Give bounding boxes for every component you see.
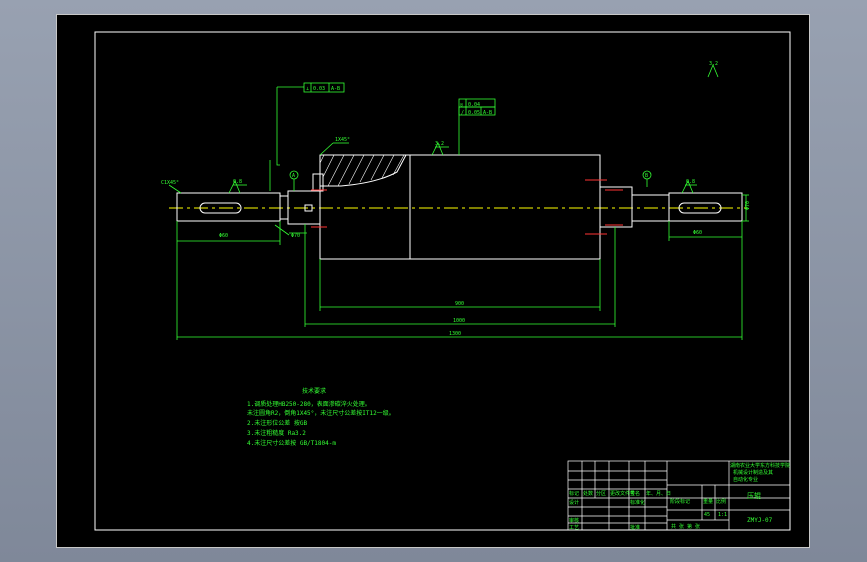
school-line: 湖南农业大学东方科技学院: [730, 462, 790, 469]
tol-body-datum-2: A-B: [483, 110, 492, 116]
drawing-frame: [94, 31, 791, 531]
school-line: 自动化专业: [733, 476, 758, 483]
dimension-lines: [168, 63, 749, 340]
dim-shoulder-left: Φ70: [291, 233, 300, 239]
tol-body-symbol-2: /: [461, 110, 464, 116]
dim-key-left: Φ60: [219, 233, 228, 239]
section-hatch: [319, 154, 407, 187]
tech-notes-title: 技术要求: [302, 387, 326, 395]
title-block: [567, 460, 791, 531]
label-ratio: 比例: [716, 498, 726, 505]
drawing-canvas: Φ60 900 1000 1300 Φ60 Φ70 Φ70 C1X45° 1X4…: [94, 31, 791, 531]
roughness-body: 3.2: [435, 141, 444, 147]
tol-body-value-1: 0.04: [468, 102, 480, 108]
tol-body-value-2: 0.05: [468, 110, 480, 116]
tech-note-line: 未注圆角R2，倒角1X45°，未注尺寸公差按IT12一级。: [247, 409, 395, 417]
scale-value: 1:1: [718, 512, 727, 518]
dim-span-middle: 1000: [453, 318, 465, 324]
tech-note-line: 2.未注形位公差 按GB: [247, 419, 307, 427]
material-value: 45: [704, 512, 710, 518]
label-count: 处数: [583, 490, 593, 497]
tech-notes: 技术要求 1.调质处理HB250-280，表面渗碳淬火处理。 未注圆角R2，倒角…: [247, 387, 395, 447]
label-change-no: 更改文件号: [610, 490, 635, 497]
label-process: 工艺: [569, 525, 579, 531]
roughness-left: 0.8: [233, 179, 242, 185]
label-zone: 分区: [596, 490, 606, 497]
drawing-number: ZMYJ-07: [747, 517, 773, 524]
dim-shoulder-right: Φ70: [745, 201, 751, 210]
dim-overall: 1300: [449, 331, 461, 337]
dimension-texts: Φ60 900 1000 1300 Φ60 Φ70 Φ70 C1X45° 1X4…: [161, 61, 751, 337]
chamfer-note: 1X45°: [335, 137, 350, 143]
chamfer-note-left: C1X45°: [161, 180, 179, 186]
label-mark: 标记: [569, 490, 579, 497]
tech-note-line: 3.未注粗糙度 Ra3.2: [247, 429, 306, 437]
tol-top-datum: A-B: [331, 86, 340, 92]
school-line: 机械设计制造及其: [733, 469, 773, 476]
label-approve: 批准: [630, 524, 640, 531]
label-date: 年、月、日: [646, 490, 671, 497]
label-sheets: 共 张 第 张: [671, 523, 700, 530]
label-design: 设计: [569, 499, 579, 506]
label-sign: 签名: [630, 490, 640, 497]
roughness-right: 0.8: [686, 179, 695, 185]
roughness-other: 3.2: [709, 61, 718, 67]
label-stage-mark: 阶段标记: [670, 498, 690, 505]
feature-markers: [311, 179, 623, 235]
tol-top-symbol: ⊥: [306, 86, 309, 92]
tech-note-line: 4.未注尺寸公差按 GB/T1804-m: [247, 439, 336, 447]
label-standard: 标准化: [630, 499, 645, 506]
datum-a: A: [292, 173, 295, 179]
part-name: 压辊: [747, 491, 761, 500]
right-journal: [599, 186, 743, 228]
title-block-texts: 湖南农业大学东方科技学院 机械设计制造及其 自动化专业 压辊 ZMYJ-07 标…: [569, 462, 790, 531]
tol-top-value: 0.03: [313, 86, 325, 92]
label-weight: 重量: [703, 498, 713, 505]
drawing-sheet: Φ60 900 1000 1300 Φ60 Φ70 Φ70 C1X45° 1X4…: [56, 14, 810, 548]
tech-note-line: 1.调质处理HB250-280，表面渗碳淬火处理。: [247, 400, 371, 408]
dim-key-right: Φ60: [693, 230, 702, 236]
label-audit: 审核: [569, 517, 579, 524]
datum-b: B: [645, 173, 648, 179]
dim-span-inner: 900: [455, 301, 464, 307]
tol-body-symbol-1: ◎: [460, 102, 463, 108]
